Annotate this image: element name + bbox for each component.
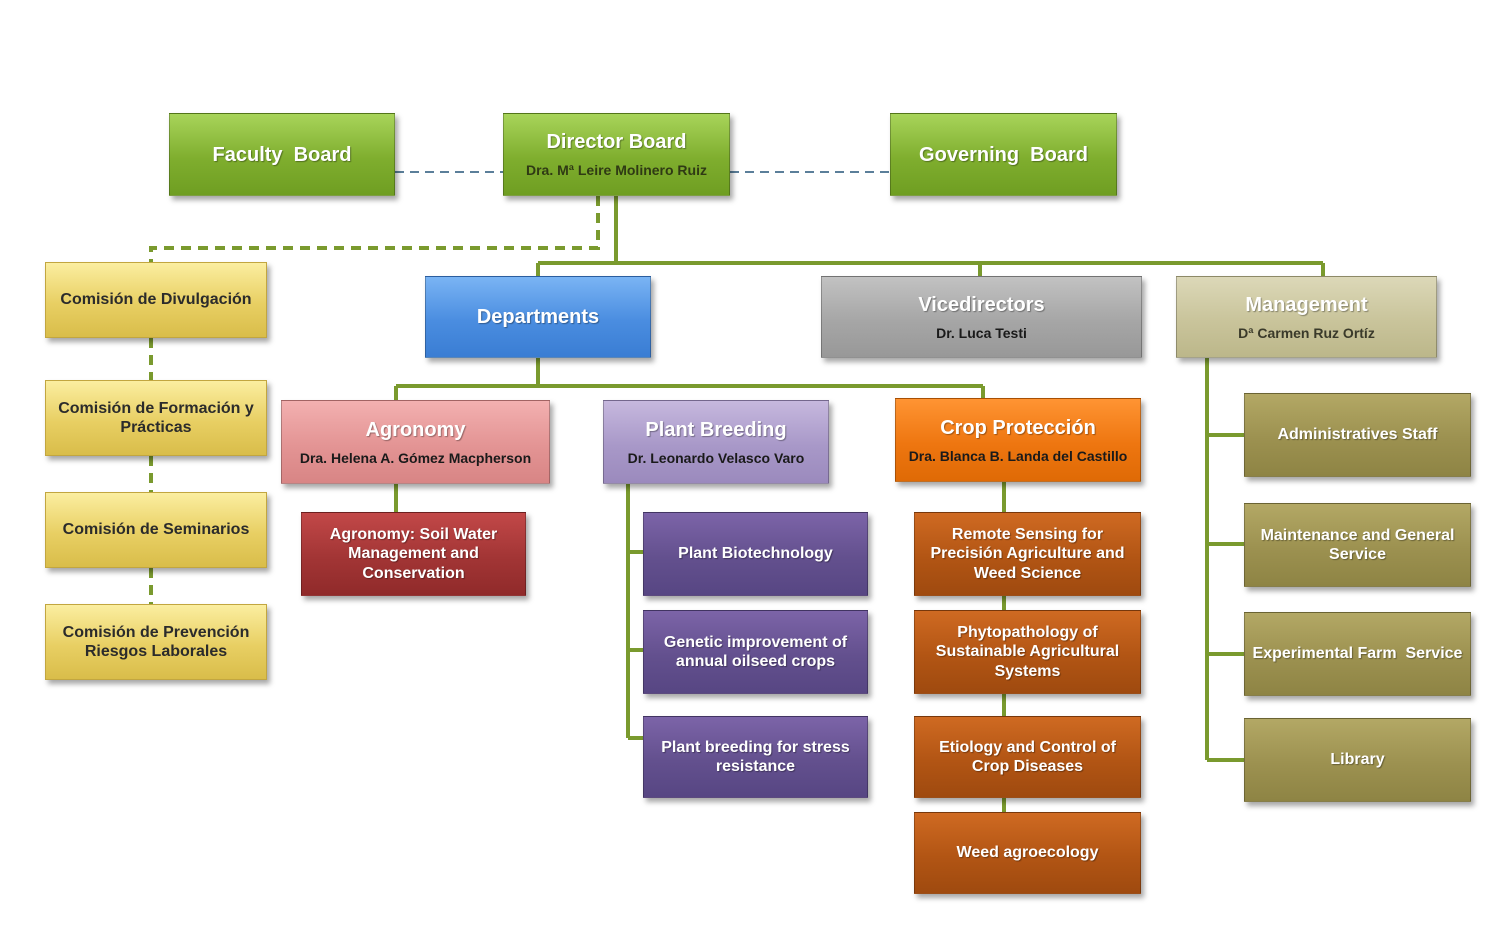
group-label: Agronomy: Soil Water Management and Cons… [329, 526, 498, 582]
plant-breeding-group-oilseed: Genetic improvement of annual oilseed cr… [643, 610, 868, 694]
faculty-board-box: Faculty Board [169, 113, 395, 196]
management-label: Management [1245, 293, 1368, 316]
crop-protection-person: Dra. Blanca B. Landa del Castillo [908, 447, 1128, 464]
management-service-experimental-farm: Experimental Farm Service [1244, 612, 1471, 696]
group-label: Weed agroecology [956, 844, 1099, 862]
faculty-board-label: Faculty Board [212, 143, 352, 166]
service-label: Administratives Staff [1277, 426, 1438, 444]
plant-breeding-group-stress: Plant breeding for stress resistance [643, 716, 868, 798]
group-label: Plant breeding for stress resistance [661, 738, 850, 775]
service-label: Maintenance and General Service [1260, 526, 1455, 563]
group-label: Phytopathology of Sustainable Agricultur… [935, 624, 1120, 680]
commission-label: Comisión de Prevención Riesgos Laborales [62, 623, 250, 660]
crop-protection-group-phytopathology: Phytopathology of Sustainable Agricultur… [914, 610, 1141, 694]
plant-breeding-label: Plant Breeding [645, 418, 787, 441]
agronomy-person: Dra. Helena A. Gómez Macpherson [299, 449, 532, 466]
management-box: Management Dª Carmen Ruz Ortíz [1176, 276, 1437, 358]
agronomy-group-soil-water: Agronomy: Soil Water Management and Cons… [301, 512, 526, 596]
group-label: Remote Sensing for Precisión Agriculture… [930, 526, 1125, 582]
agronomy-label: Agronomy [365, 418, 466, 441]
commission-prevencion: Comisión de Prevención Riesgos Laborales [45, 604, 267, 680]
crop-protection-box: Crop Protección Dra. Blanca B. Landa del… [895, 398, 1141, 482]
agronomy-box: Agronomy Dra. Helena A. Gómez Macpherson [281, 400, 550, 484]
director-board-person: Dra. Mª Leire Molinero Ruiz [526, 162, 707, 179]
vicedirectors-label: Vicedirectors [918, 293, 1045, 316]
crop-protection-group-etiology: Etiology and Control of Crop Diseases [914, 716, 1141, 798]
governing-board-label: Governing Board [919, 143, 1088, 166]
director-board-label: Director Board [546, 131, 687, 154]
governing-board-box: Governing Board [890, 113, 1117, 196]
crop-protection-group-remote-sensing: Remote Sensing for Precisión Agriculture… [914, 512, 1141, 596]
departments-label: Departments [476, 306, 600, 328]
departments-box: Departments [425, 276, 651, 358]
group-label: Plant Biotechnology [678, 545, 833, 563]
commission-label: Comisión de Divulgación [60, 291, 252, 309]
management-service-administratives: Administratives Staff [1244, 393, 1471, 477]
management-service-library: Library [1244, 718, 1471, 802]
commission-label: Comisión de Formación y Prácticas [58, 399, 254, 436]
management-person: Dª Carmen Ruz Ortíz [1238, 324, 1375, 341]
service-label: Library [1330, 751, 1385, 769]
commission-seminarios: Comisión de Seminarios [45, 492, 267, 568]
director-board-box: Director Board Dra. Mª Leire Molinero Ru… [503, 113, 730, 196]
vicedirectors-box: Vicedirectors Dr. Luca Testi [821, 276, 1142, 358]
group-label: Genetic improvement of annual oilseed cr… [663, 633, 848, 670]
group-label: Etiology and Control of Crop Diseases [939, 738, 1116, 775]
commission-divulgacion: Comisión de Divulgación [45, 262, 267, 338]
service-label: Experimental Farm Service [1252, 645, 1463, 663]
plant-breeding-group-biotechnology: Plant Biotechnology [643, 512, 868, 596]
vicedirectors-person: Dr. Luca Testi [936, 324, 1027, 341]
crop-protection-group-weed: Weed agroecology [914, 812, 1141, 894]
crop-protection-label: Crop Protección [940, 416, 1096, 439]
commission-formacion: Comisión de Formación y Prácticas [45, 380, 267, 456]
commission-label: Comisión de Seminarios [62, 521, 250, 539]
plant-breeding-box: Plant Breeding Dr. Leonardo Velasco Varo [603, 400, 829, 484]
plant-breeding-person: Dr. Leonardo Velasco Varo [627, 449, 805, 466]
management-service-maintenance: Maintenance and General Service [1244, 503, 1471, 587]
